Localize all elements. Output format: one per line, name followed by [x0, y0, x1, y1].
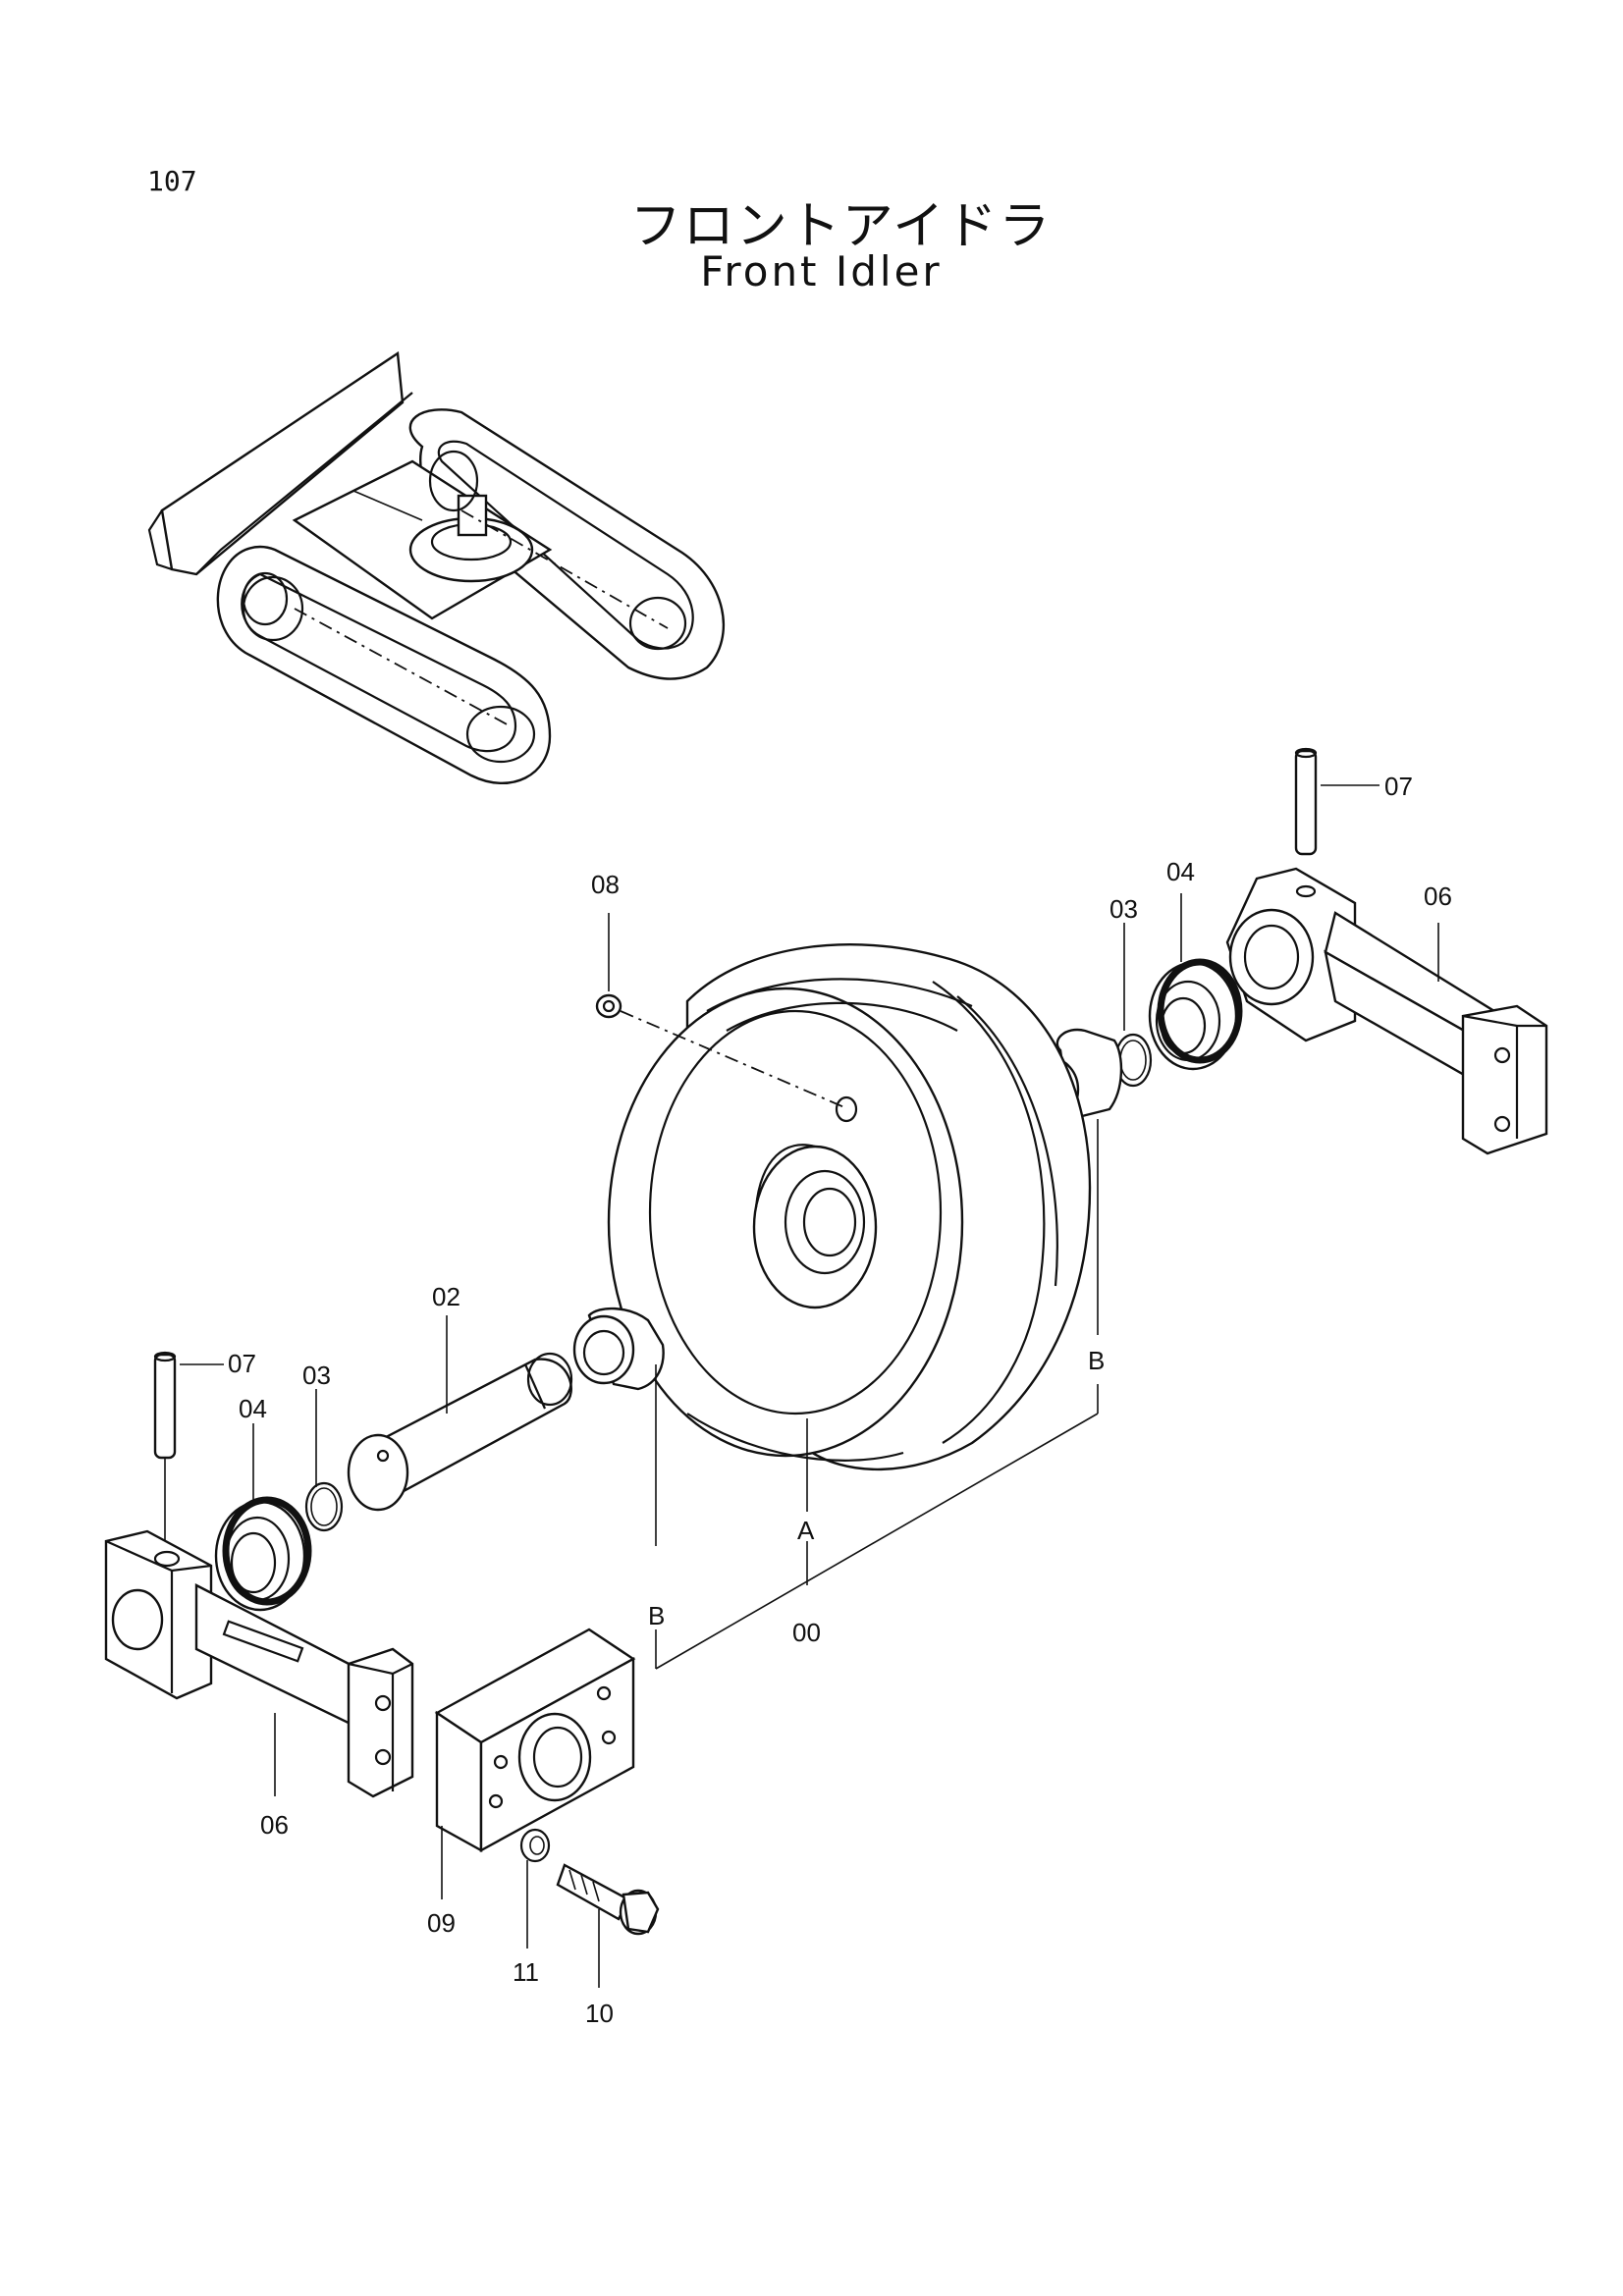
part-08-plug: [595, 913, 845, 1108]
label-06-right: 06: [1424, 881, 1452, 911]
reference-lines: [655, 1384, 1099, 1670]
label-04-left: 04: [239, 1394, 267, 1423]
part-09-support-block: [434, 1628, 636, 1899]
title-japanese: フロントアイドラ: [629, 197, 1053, 256]
part-04-left-floating-seal: [214, 1423, 312, 1612]
part-10-bolt: [556, 1863, 660, 1988]
title-english: Front Idler: [700, 247, 943, 295]
label-07-right: 07: [1384, 772, 1413, 801]
undercarriage-overview-illustration: [147, 350, 726, 785]
label-b-right: B: [1088, 1346, 1105, 1375]
label-03-left: 03: [302, 1361, 331, 1390]
label-06-left: 06: [260, 1810, 289, 1840]
page-number: 107: [147, 165, 197, 197]
label-11: 11: [513, 1957, 539, 1987]
part-07-left-roll-pin: [153, 1351, 224, 1556]
label-a: A: [797, 1516, 815, 1545]
label-07-left: 07: [228, 1349, 256, 1378]
part-03-left-o-ring: [304, 1389, 344, 1532]
part-11-spring-washer: [519, 1828, 551, 1949]
label-08: 08: [591, 870, 620, 899]
label-04-right: 04: [1166, 857, 1195, 886]
label-10: 10: [585, 1999, 614, 2028]
part-04-right-floating-seal: [1148, 893, 1243, 1071]
label-02: 02: [432, 1282, 460, 1311]
part-07-right-roll-pin: [1294, 747, 1380, 856]
left-bushing-b: [572, 1307, 665, 1546]
label-b-left: B: [648, 1601, 665, 1630]
label-00: 00: [792, 1618, 821, 1647]
part-06-right-idler-bracket: [1225, 867, 1548, 1155]
part-02-idler-shaft: [347, 1315, 573, 1512]
part-00-idler-wheel: [607, 943, 1092, 1512]
label-03-right: 03: [1109, 894, 1138, 924]
label-09: 09: [427, 1908, 456, 1938]
part-06-left-idler-bracket: [104, 1529, 414, 1798]
